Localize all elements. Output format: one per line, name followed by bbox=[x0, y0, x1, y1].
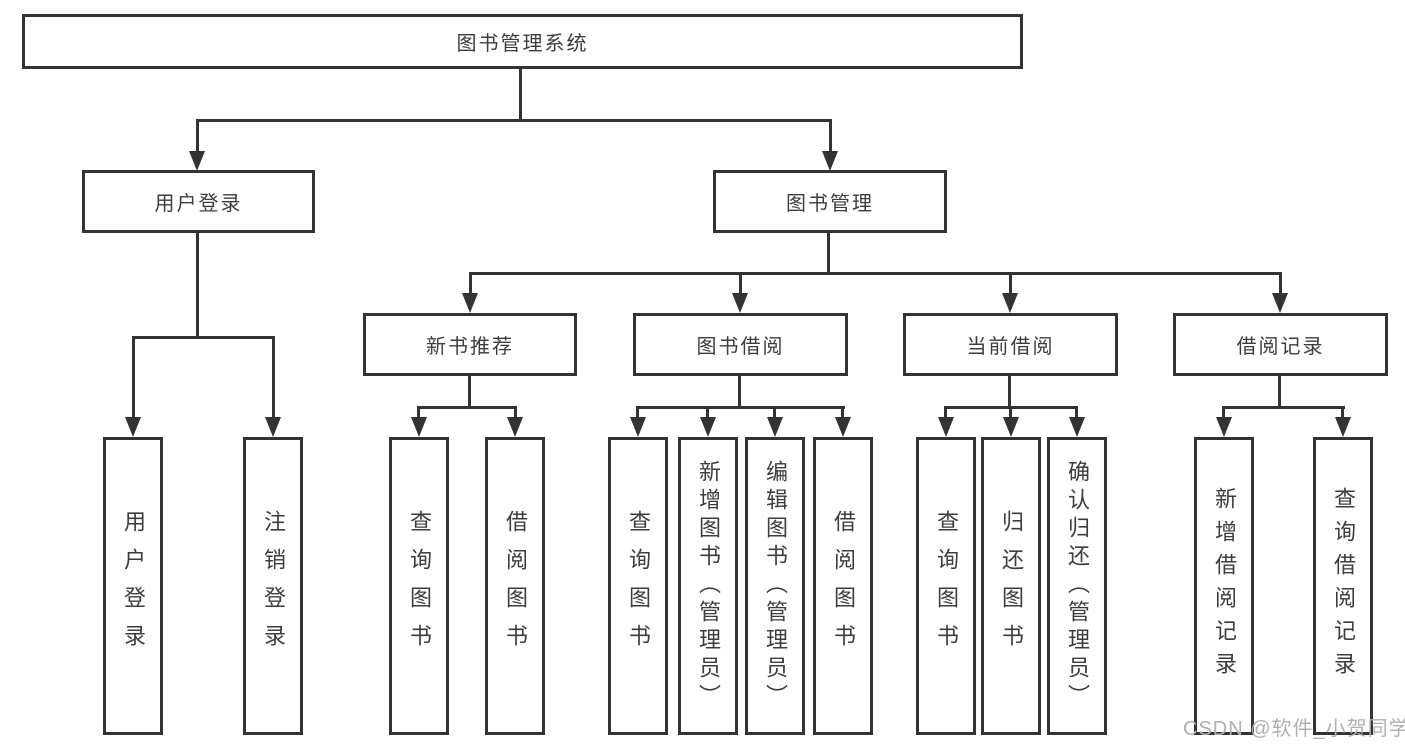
leaf-query-borrow-record: 查询借阅记录 bbox=[1313, 437, 1373, 735]
arrow-down-icon bbox=[938, 417, 954, 437]
arrow-down-icon bbox=[732, 293, 748, 313]
node-user-login: 用户登录 bbox=[82, 170, 315, 233]
arrow-down-icon bbox=[462, 293, 478, 313]
arrow-down-icon bbox=[189, 151, 205, 171]
connector-line bbox=[739, 272, 742, 298]
arrow-down-icon bbox=[700, 417, 716, 437]
connector-line bbox=[132, 336, 135, 421]
arrow-down-icon bbox=[1003, 417, 1019, 437]
connector-line bbox=[468, 376, 471, 409]
node-current-borrow: 当前借阅 bbox=[903, 313, 1118, 376]
leaf-edit-books-admin: 编辑图书（管理员） bbox=[745, 437, 805, 735]
leaf-borrow-books-1: 借阅图书 bbox=[485, 437, 545, 735]
leaf-confirm-return-admin: 确认归还（管理员） bbox=[1047, 437, 1107, 735]
connector-line bbox=[196, 119, 199, 155]
leaf-add-books-admin: 新增图书（管理员） bbox=[678, 437, 738, 735]
node-book-borrow: 图书借阅 bbox=[633, 313, 848, 376]
connector-line bbox=[519, 69, 522, 122]
leaf-query-books-3: 查询图书 bbox=[916, 437, 976, 735]
connector-line bbox=[132, 336, 275, 339]
connector-line bbox=[944, 406, 947, 421]
leaf-borrow-books-2: 借阅图书 bbox=[813, 437, 873, 735]
connector-line bbox=[196, 233, 199, 339]
arrow-down-icon bbox=[835, 417, 851, 437]
connector-line bbox=[1279, 272, 1282, 298]
leaf-add-borrow-record: 新增借阅记录 bbox=[1194, 437, 1254, 735]
arrow-down-icon bbox=[1335, 417, 1351, 437]
arrow-down-icon bbox=[1002, 293, 1018, 313]
arrow-down-icon bbox=[1216, 417, 1232, 437]
connector-line bbox=[1341, 406, 1344, 421]
connector-line bbox=[829, 119, 832, 155]
connector-line bbox=[417, 406, 420, 421]
connector-line bbox=[636, 406, 639, 421]
connector-line bbox=[514, 406, 517, 421]
leaf-user-login: 用户登录 bbox=[103, 437, 163, 735]
arrow-down-icon bbox=[411, 417, 427, 437]
node-new-book-recommend: 新书推荐 bbox=[363, 313, 577, 376]
leaf-logout: 注销登录 bbox=[243, 437, 303, 735]
connector-line bbox=[417, 406, 517, 409]
connector-line bbox=[1222, 406, 1225, 421]
node-book-management: 图书管理 bbox=[713, 170, 947, 233]
connector-line bbox=[1009, 272, 1012, 298]
arrow-down-icon bbox=[822, 151, 838, 171]
connector-line bbox=[469, 272, 1282, 275]
connector-line bbox=[636, 406, 845, 409]
connector-line bbox=[1222, 406, 1345, 409]
arrow-down-icon bbox=[767, 417, 783, 437]
connector-line bbox=[469, 272, 472, 298]
node-borrow-records: 借阅记录 bbox=[1173, 313, 1388, 376]
connector-line bbox=[272, 336, 275, 421]
arrow-down-icon bbox=[507, 417, 523, 437]
arrow-down-icon bbox=[1272, 293, 1288, 313]
arrow-down-icon bbox=[1069, 417, 1085, 437]
connector-line bbox=[706, 406, 709, 421]
leaf-query-books-1: 查询图书 bbox=[389, 437, 449, 735]
connector-line bbox=[1008, 376, 1011, 409]
node-root: 图书管理系统 bbox=[22, 14, 1023, 69]
connector-line bbox=[1278, 376, 1281, 409]
connector-line bbox=[773, 406, 776, 421]
connector-line bbox=[1075, 406, 1078, 421]
leaf-return-books: 归还图书 bbox=[981, 437, 1041, 735]
arrow-down-icon bbox=[630, 417, 646, 437]
connector-line bbox=[827, 233, 830, 275]
leaf-query-books-2: 查询图书 bbox=[608, 437, 668, 735]
connector-line bbox=[196, 119, 832, 122]
csdn-watermark: CSDN @软件_小贺同学 bbox=[1183, 718, 1405, 740]
connector-line bbox=[1009, 406, 1012, 421]
arrow-down-icon bbox=[125, 417, 141, 437]
arrow-down-icon bbox=[265, 417, 281, 437]
connector-line bbox=[738, 376, 741, 409]
connector-line bbox=[841, 406, 844, 421]
